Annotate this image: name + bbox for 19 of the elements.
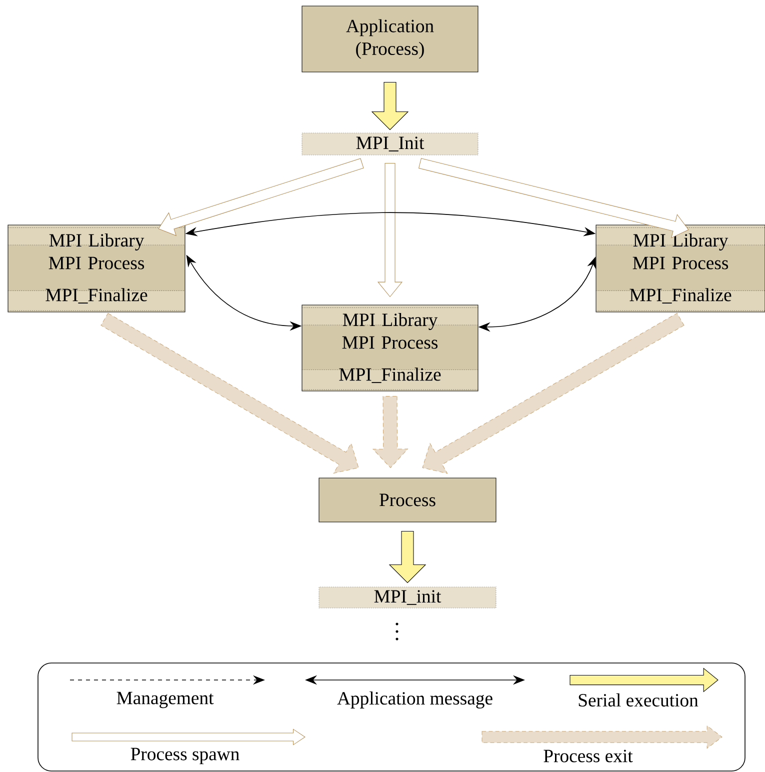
legend-label: Process spawn <box>130 748 240 764</box>
serial-arrow <box>388 531 426 584</box>
legend-label: Application message <box>337 692 492 708</box>
process-stack-box: MPI Library MPI Process MPI_Finalize <box>302 304 478 392</box>
process-stack-box: MPI Library MPI Process MPI_Finalize <box>8 224 186 312</box>
process-box: Process <box>318 478 496 522</box>
legend-label: Serial execution <box>578 693 698 707</box>
process-box: Application (Process) <box>302 6 478 72</box>
spawn-arrow <box>377 163 403 298</box>
spawn-arrow <box>158 158 364 236</box>
serial-arrow <box>371 82 409 130</box>
legend-label: Management <box>116 692 214 708</box>
exit-arrow <box>100 312 359 474</box>
call-band: MPI_Init <box>302 132 478 156</box>
legend-label: Process exit <box>544 750 633 762</box>
process-stack-box: MPI Library MPI Process MPI_Finalize <box>596 224 765 312</box>
call-band: MPI_init <box>318 586 496 608</box>
exit-arrow <box>372 396 408 468</box>
exit-arrow <box>422 312 684 474</box>
